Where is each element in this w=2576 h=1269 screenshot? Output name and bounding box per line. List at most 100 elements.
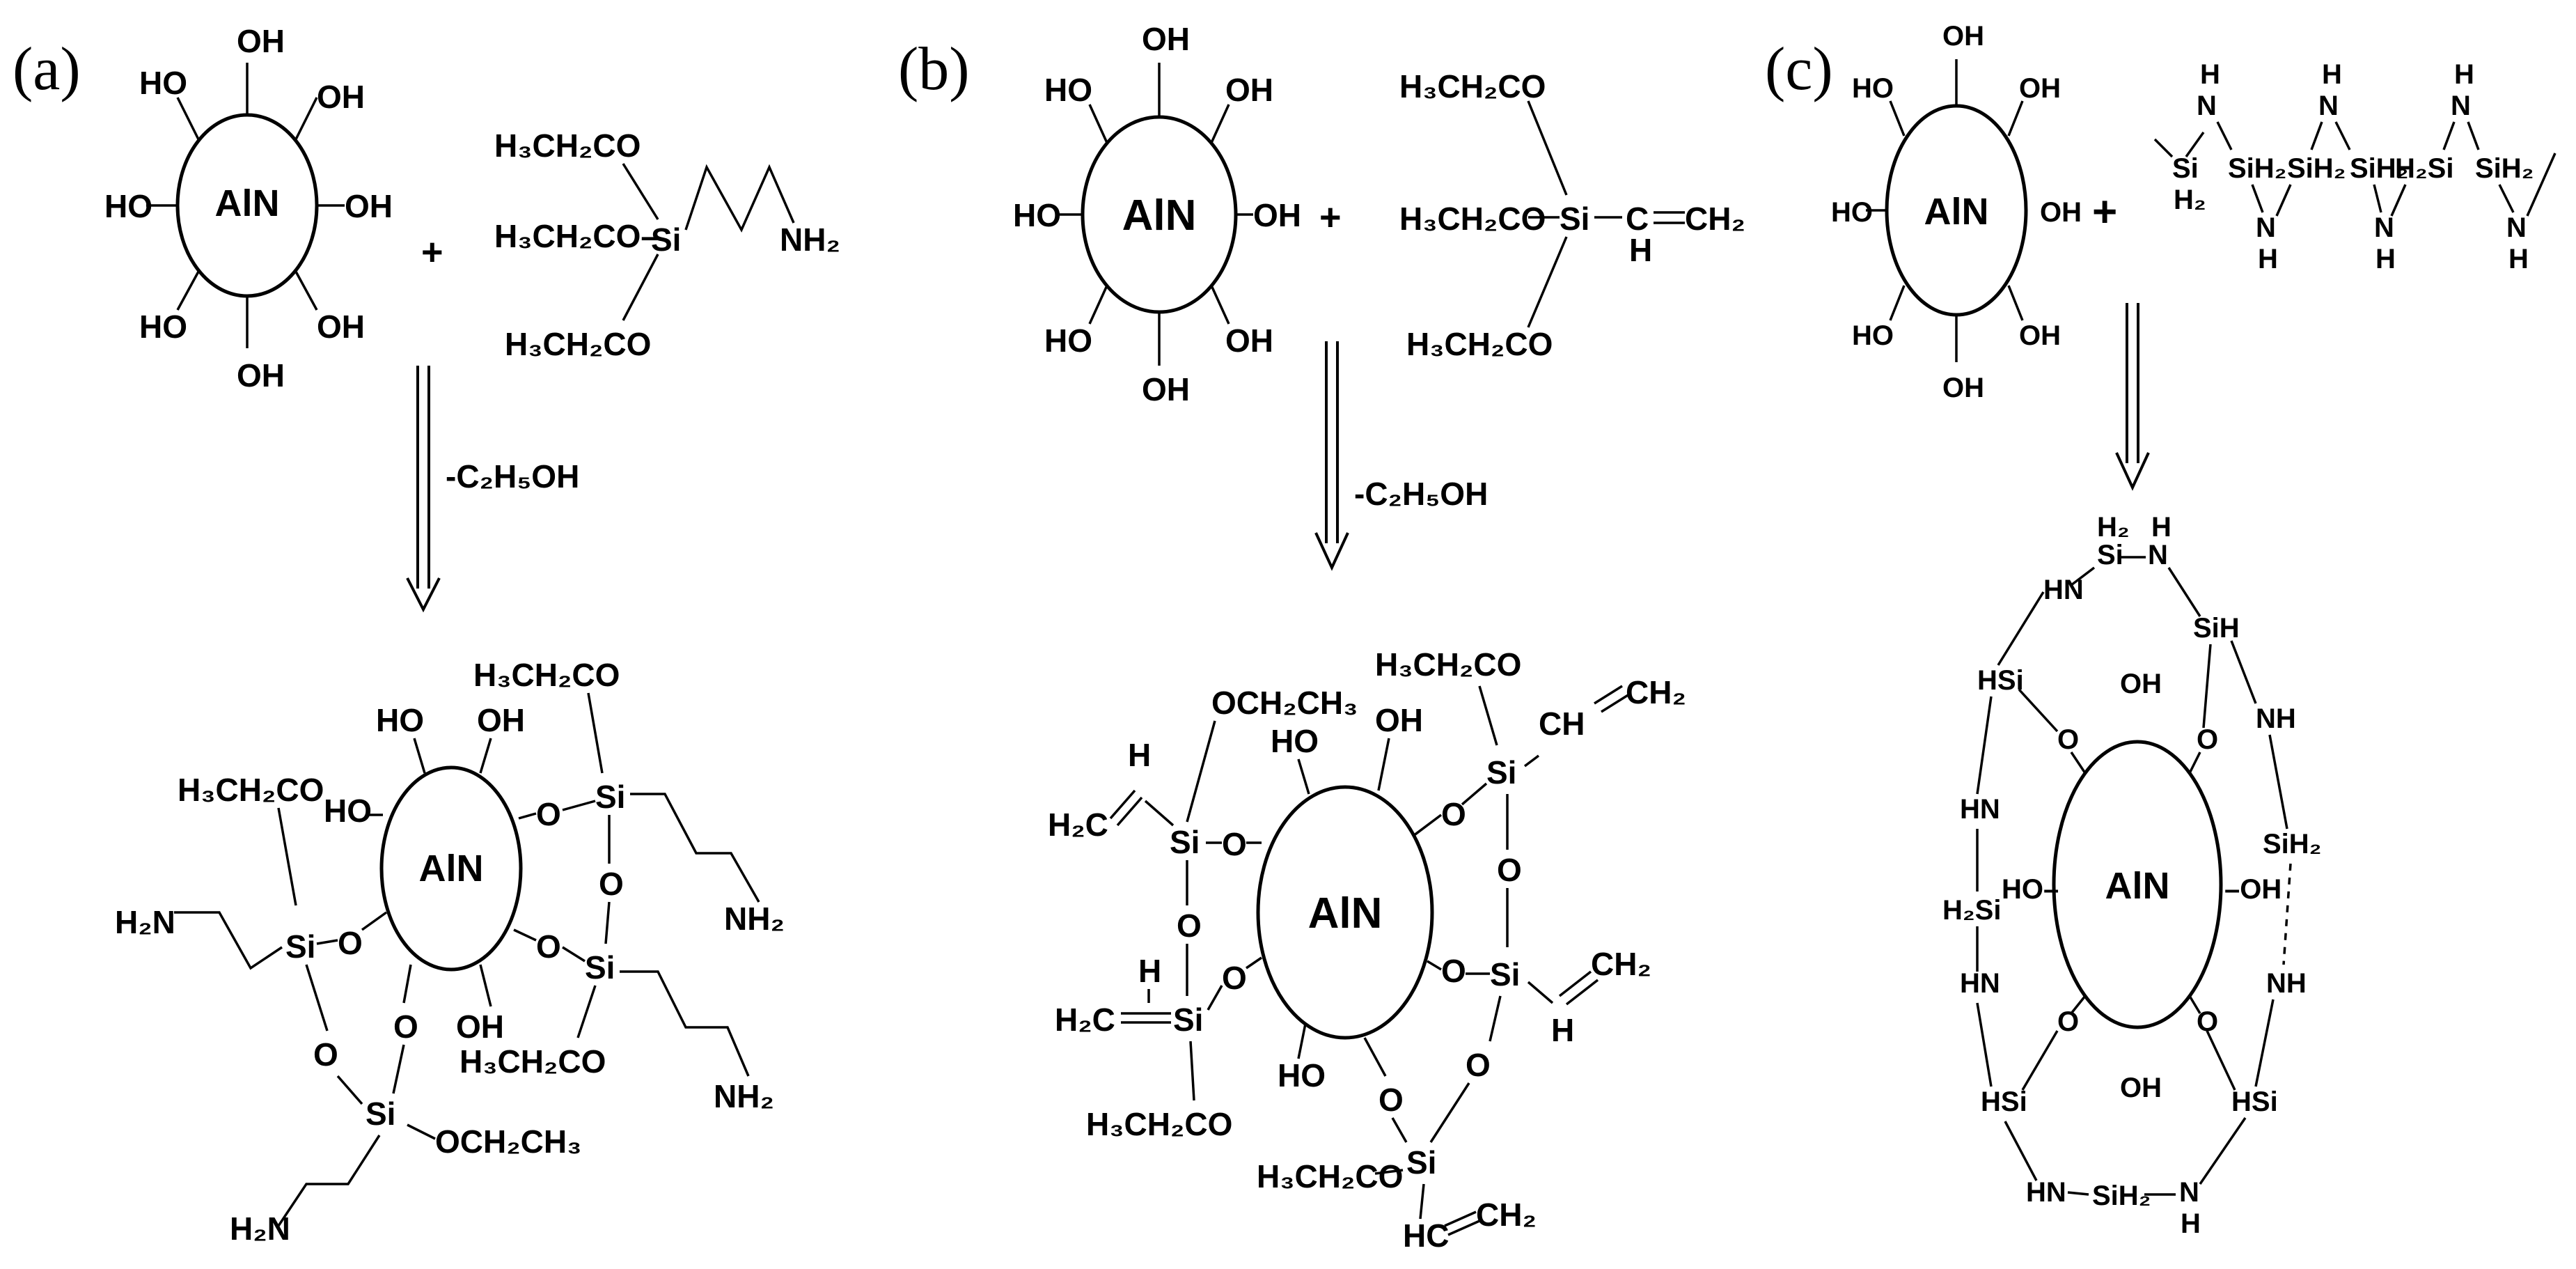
nh-hydrogen: H <box>2200 59 2220 90</box>
panel-a: (a) AlN OH HO OH HO OH HO OH OH + H₃CH₂C… <box>13 23 840 1247</box>
oxygen-bridge: O <box>1441 953 1466 989</box>
silicon-hydride: H₂Si <box>1942 895 2001 926</box>
vinyl-methine: CH <box>1539 706 1585 742</box>
panel-c-reactant-particle: AlN OH HO OH HO OH HO OH OH <box>1831 21 2082 403</box>
hydroxyl-group: OH <box>2120 669 2162 699</box>
silicon-atom: Si <box>1560 201 1589 237</box>
hydroxyl-group: HO <box>376 702 424 738</box>
vinyl-carbon: C <box>1626 201 1649 237</box>
aln-core-label: AlN <box>419 848 484 889</box>
panel-c-product: AlN OH OH HO– –OH O O O O H₂ Si H N HN S… <box>1942 512 2321 1239</box>
ethoxy-group: OCH₂CH₃ <box>1211 685 1358 721</box>
aln-core-label: AlN <box>215 182 280 224</box>
silicon-atom: Si <box>1170 824 1200 860</box>
vinyl-hydrogen: H <box>1138 953 1161 989</box>
ethoxy-group: H₃CH₂CO <box>1399 68 1546 104</box>
aln-particle-circle <box>2052 740 2223 1029</box>
panel-a-reactant-particle: AlN OH HO OH HO OH HO OH OH <box>104 23 393 394</box>
panel-a-label: (a) <box>13 36 81 103</box>
hydroxyl-group: HO <box>139 309 187 345</box>
silicon-atom: Si <box>285 928 315 965</box>
panel-a-product: AlN HO OH HO OH H₃CH₂CO O Si NH₂ O O Si <box>115 657 785 1247</box>
oxygen-bridge: O <box>1222 960 1247 996</box>
hydroxyl-group: HO <box>1852 73 1894 104</box>
ethoxy-group: H₃CH₂CO <box>178 772 324 808</box>
hydroxyl-group: OH <box>2019 320 2061 351</box>
vinyl-hydrogen: H <box>1128 737 1151 773</box>
ethoxy-group: H₃CH₂CO <box>1375 646 1521 683</box>
silicon-hydride: SiH₂ <box>2092 1181 2151 1211</box>
oxygen-bridge: O <box>536 796 561 832</box>
silicon-hydride: HSi <box>1977 665 2024 696</box>
aminosilane-molecule: H₃CH₂CO H₃CH₂CO– Si H₃CH₂CO NH₂ <box>494 127 840 362</box>
oxygen-bridge: O <box>536 928 561 965</box>
oxygen-bridge: O <box>1177 908 1202 944</box>
nh-hydrogen: H <box>2375 244 2396 274</box>
silicon-hydride: HSi <box>2231 1087 2278 1117</box>
amine-bridge: HN <box>1960 794 2000 825</box>
reaction-condition: -C₂H₅OH <box>446 458 579 495</box>
ethoxy-group: H₃CH₂CO <box>1257 1158 1403 1194</box>
silicon-atom: Si <box>1490 956 1520 992</box>
oxygen-bridge: O <box>599 866 624 902</box>
hydroxyl-group: OH <box>345 188 393 224</box>
ethoxy-group: H₃CH₂CO <box>460 1043 606 1080</box>
silicon-hydride: HSi <box>1981 1087 2027 1117</box>
hydroxyl-group: HO <box>1271 723 1319 759</box>
amine-group: NH₂ <box>724 901 785 937</box>
aln-core-label: AlN <box>2105 865 2170 907</box>
plus-sign: + <box>1319 196 1342 238</box>
hydroxyl-group: OH <box>1942 21 1984 52</box>
aln-core-label: AlN <box>1308 889 1383 937</box>
vinyl-hydrogen: H <box>1629 232 1652 268</box>
nh-hydrogen: H <box>2181 1208 2201 1239</box>
hydroxyl-group: OH <box>1225 322 1273 359</box>
ethoxy-group: H₃CH₂CO <box>1399 201 1546 237</box>
silicon-hydride: SiH <box>2193 613 2240 644</box>
amine-bridge: NH <box>2266 968 2307 999</box>
aln-core-label: AlN <box>1122 192 1197 240</box>
silicon-atom: Si <box>1486 754 1516 791</box>
hydroxyl-group: OH <box>1225 72 1273 108</box>
silicon-atom: Si <box>595 779 625 815</box>
amine-group: H₂N <box>115 904 175 940</box>
nitrogen-atom: N <box>2148 540 2168 570</box>
panel-b-reactant-particle: AlN OH HO OH HO OH HO OH OH <box>1013 21 1301 407</box>
panel-b: (b) AlN OH HO OH HO OH HO OH OH + H₃CH₂C… <box>898 21 1745 1254</box>
hydroxyl-group: OH <box>237 23 285 59</box>
ethoxy-group: H₃CH₂CO <box>1086 1106 1232 1142</box>
silicon-hydride: SiH₂ <box>2287 153 2346 184</box>
plus-sign: + <box>421 231 443 273</box>
silicon-hydride: SiH₂ <box>2263 829 2321 859</box>
nh-hydrogen: H <box>2258 244 2278 274</box>
hydroxyl-group: HO <box>139 65 187 101</box>
polysilazane-chain: Si H₂ N H SiH₂ N H SiH₂ N H SiH₂ N H H₂S… <box>2153 59 2557 274</box>
ethoxy-group: H₃CH₂CO <box>1406 326 1553 362</box>
silicon-hydride: H₂Si <box>2395 153 2453 184</box>
oxygen-bridge: O <box>1497 852 1522 888</box>
hydroxyl-group: OH <box>2120 1073 2162 1103</box>
vinylsilane-molecule: H₃CH₂CO H₃CH₂CO Si H₃CH₂CO C H CH₂ <box>1399 68 1745 362</box>
vinyl-methylene: H₂C <box>1048 807 1108 843</box>
nitrogen-atom: N <box>2451 91 2471 121</box>
hydroxyl-group: OH <box>2040 197 2082 228</box>
amine-group: H₂N <box>230 1210 290 1247</box>
silicon-atom: Si <box>2097 540 2123 570</box>
hydroxyl-group: HO <box>104 188 152 224</box>
aln-core-label: AlN <box>1924 191 1989 233</box>
panel-c-label: (c) <box>1765 36 1833 103</box>
oxygen-bridge: O <box>1466 1047 1491 1083</box>
hydroxyl-group: OH <box>1142 371 1190 407</box>
silicon-atom: Si <box>585 949 615 986</box>
hydroxyl-group: OH <box>237 357 285 394</box>
silicon-atom: Si <box>1406 1144 1436 1181</box>
hydroxyl-group: OH <box>1142 21 1190 57</box>
hydroxyl-group: OH <box>1375 702 1423 738</box>
silicon-atom: Si <box>366 1096 395 1132</box>
hydroxyl-group: HO <box>1852 320 1894 351</box>
oxygen-bridge: O <box>1379 1082 1404 1118</box>
plus-sign: + <box>2092 188 2117 236</box>
aln-particle-circle <box>379 765 523 972</box>
panel-c: (c) AlN OH HO OH HO OH HO OH OH + Si H₂ <box>1765 21 2557 1239</box>
